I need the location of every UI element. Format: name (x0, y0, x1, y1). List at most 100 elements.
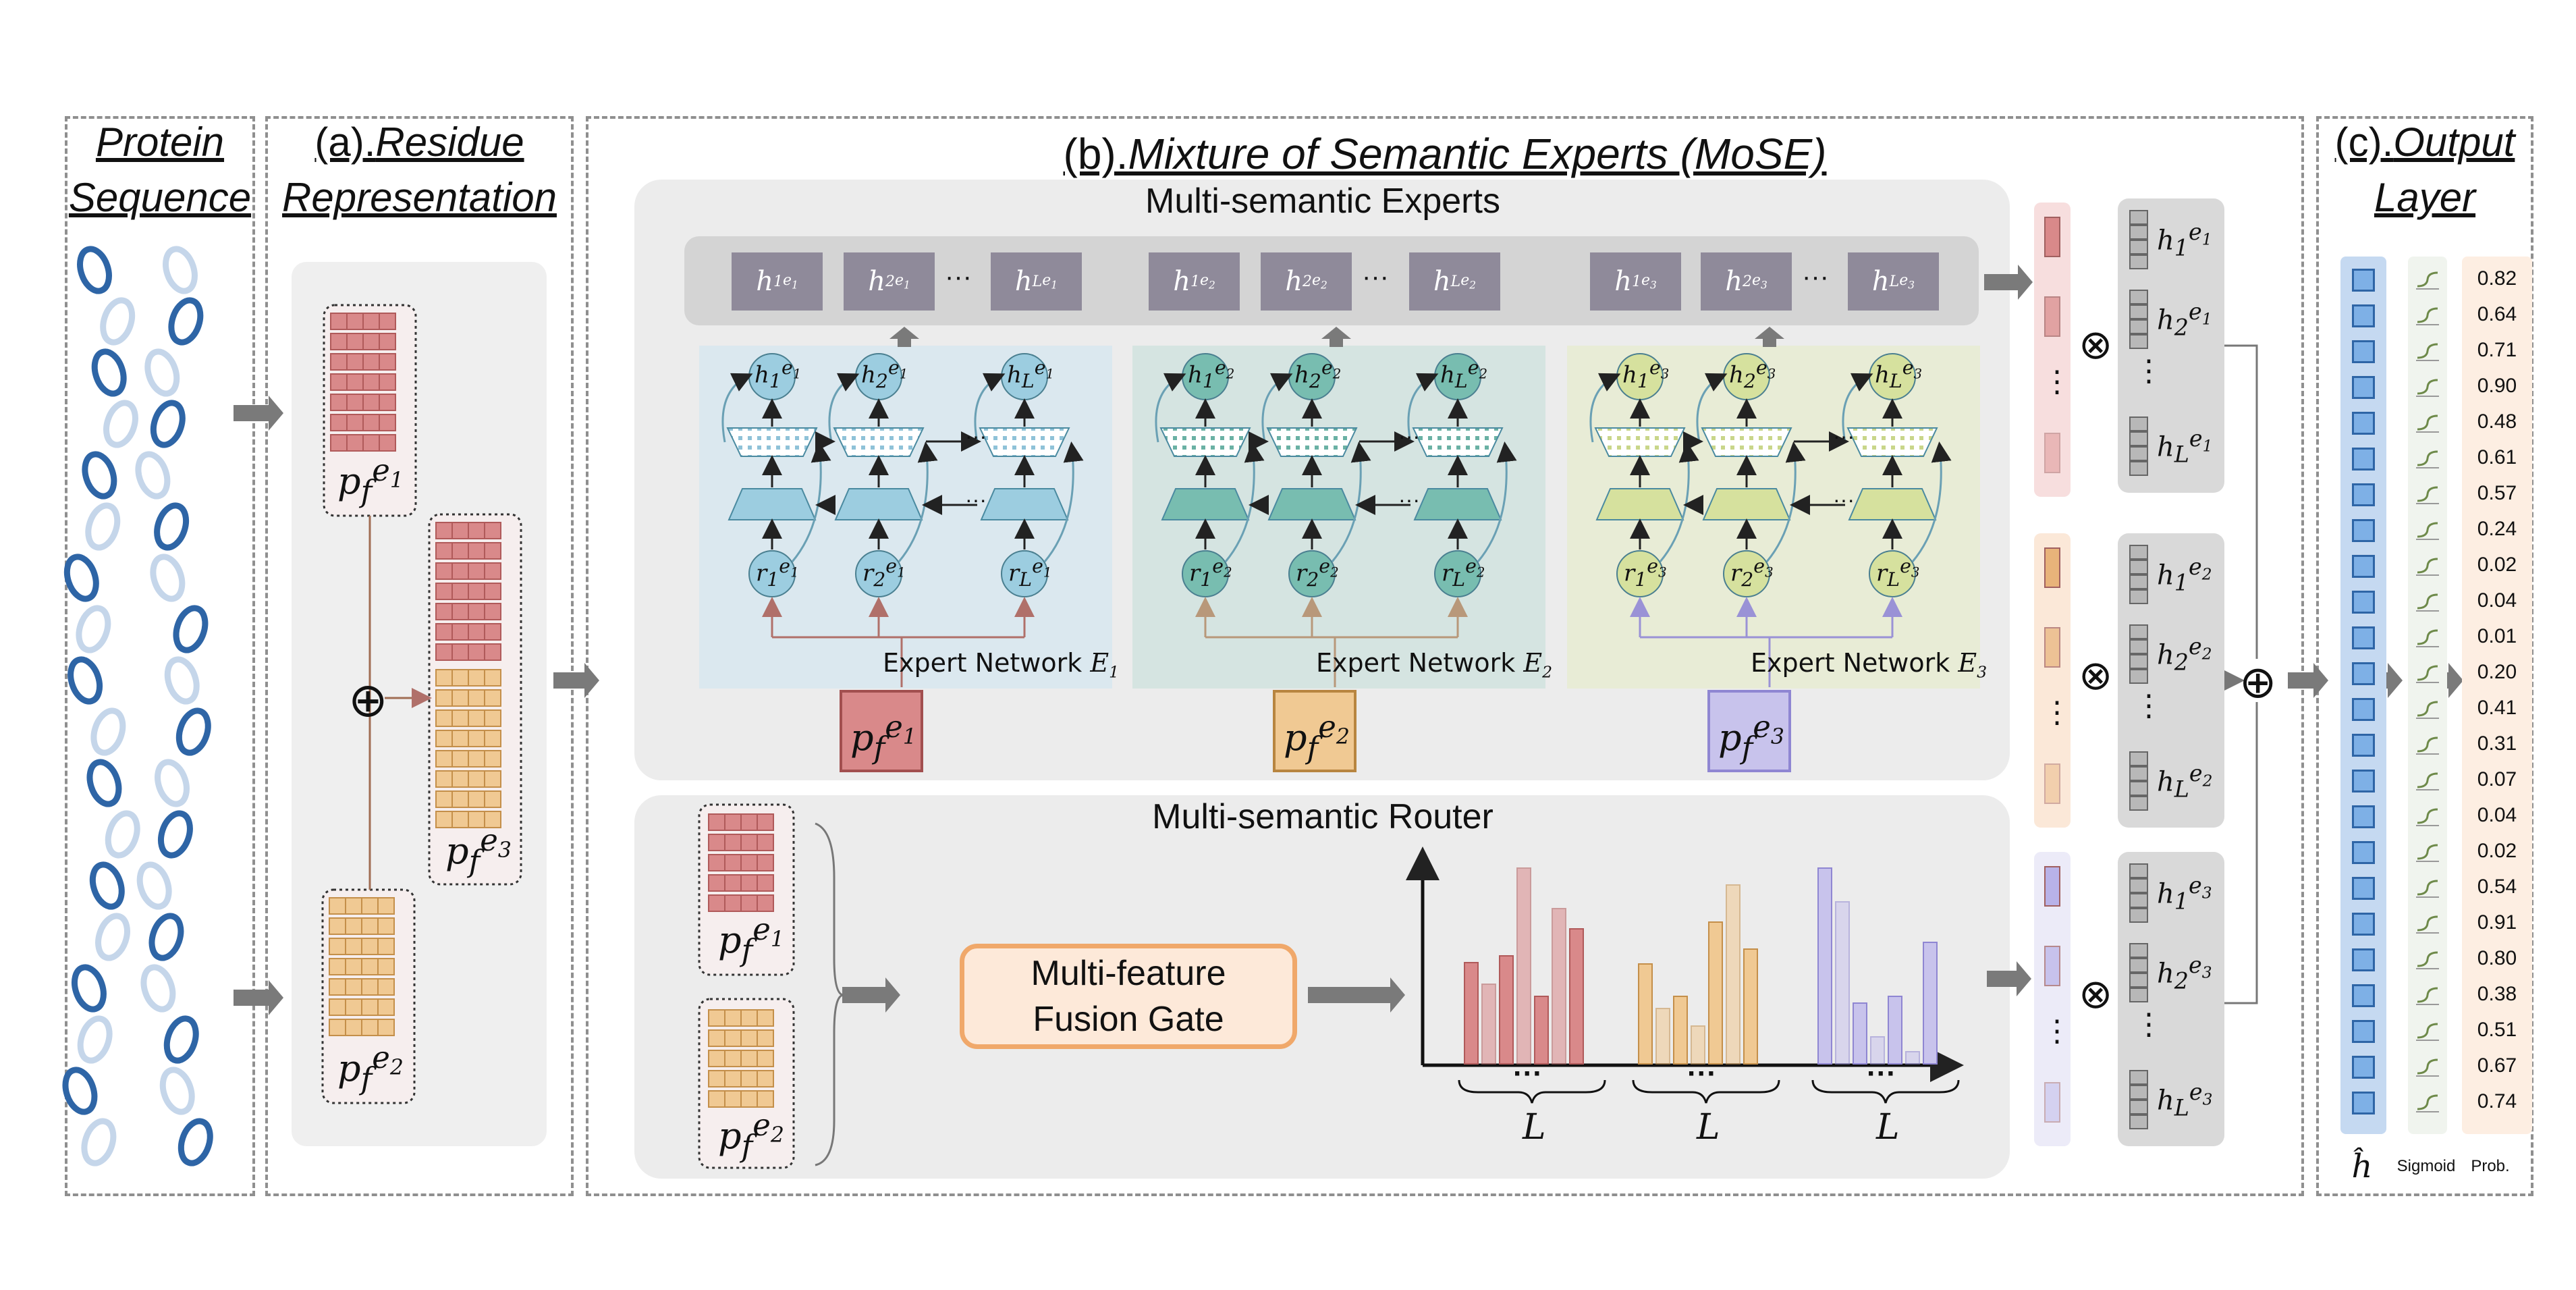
feat-cell-e3b (451, 750, 469, 768)
protein-link (140, 964, 176, 1013)
arrow-to-output (2288, 663, 2328, 698)
router-bar-g3 (1835, 901, 1850, 1065)
experts-header: Multi-semantic Experts (1145, 182, 1500, 221)
feat-cell-e3b (484, 811, 501, 828)
vdots: ⋮ (2042, 365, 2072, 398)
expert2-ellipsis-top: ··· (1398, 424, 1420, 449)
feat-cell-e2 (377, 897, 395, 915)
router-feat-cell-e1 (740, 894, 758, 912)
probability-value: 0.61 (2477, 446, 2517, 468)
expert2-input-box (1273, 690, 1356, 772)
tile-ellipsis-e1: ··· (945, 262, 972, 292)
feat-cell-e3a (468, 583, 485, 600)
router-feat-cell-e2 (740, 1090, 758, 1108)
output-title-line1: (c).Output (2316, 115, 2533, 170)
router-header: Multi-semantic Router (1152, 797, 1493, 836)
feat-cell-e3a (435, 583, 453, 600)
router-chart (1406, 846, 1964, 1104)
probability-value: 0.91 (2477, 911, 2517, 934)
feat-cell-e2 (377, 998, 395, 1016)
probability-value: 0.07 (2477, 768, 2517, 790)
expert2-r-label-3: rLe2 (1442, 555, 1485, 591)
probability-value: 0.71 (2477, 339, 2517, 361)
feat-cell-e1 (362, 414, 380, 431)
output-cell (2129, 461, 2148, 476)
pf-e1-router: pfe1 (718, 911, 784, 968)
probability-value: 0.64 (2477, 303, 2517, 325)
vdots: ⋮ (2042, 1015, 2072, 1048)
feat-cell-e3a (468, 522, 485, 539)
hhat-cell (2352, 662, 2375, 685)
hhat-cell (2352, 483, 2375, 506)
feat-cell-e2 (361, 938, 379, 955)
hhat-cell (2352, 412, 2375, 435)
ellipsis: ··· (1833, 487, 1855, 512)
vdots: ⋮ (2134, 354, 2164, 387)
protein-title-line2: Sequence (68, 175, 252, 220)
hhat-cell (2352, 1020, 2375, 1043)
protein-link (85, 502, 121, 551)
feat-cell-e3b (435, 669, 453, 687)
feat-cell-e3a (468, 643, 485, 661)
feat-cell-e1 (379, 353, 396, 371)
feat-cell-e2 (377, 978, 395, 996)
feat-cell-e2 (377, 917, 395, 935)
feat-cell-e2 (345, 1019, 362, 1036)
feat-cell-e3b (484, 669, 501, 687)
output-vdots-3: ⋮ (2134, 1007, 2164, 1042)
expert1-decoder (979, 427, 1070, 457)
feat-cell-e2 (345, 938, 362, 955)
feat-cell-e3a (468, 562, 485, 580)
ellipsis: ··· (1833, 424, 1855, 448)
tile-ellipsis: ··· (945, 262, 972, 292)
probability-value: 0.24 (2477, 518, 2517, 540)
vdots: ⋮ (2134, 689, 2164, 722)
arrow-gate-to-chart (1308, 977, 1405, 1013)
expert2-label: Expert Network E2 (1316, 648, 1552, 682)
residue-title-word1: Residue (375, 119, 524, 165)
expert1-input-label: pfe1 (850, 709, 916, 765)
protein-link (164, 656, 200, 705)
expert-skip (1589, 373, 1621, 443)
expert2-ellipsis-bottom: ··· (1398, 487, 1420, 512)
output-cell (2129, 319, 2148, 334)
feat-cell-e3a (451, 623, 469, 641)
expert1-ellipsis-top: ··· (965, 424, 987, 449)
residue-oplus: ⊕ (348, 672, 388, 728)
residue-title-line2: Representation (282, 175, 557, 220)
output-cell (2129, 751, 2148, 766)
router-feat-cell-e1 (724, 874, 742, 892)
probability-value: 0.02 (2477, 554, 2517, 576)
feat-cell-e2 (361, 978, 379, 996)
arrow-to-prob (2447, 663, 2463, 698)
sigmoid-icon (2417, 772, 2438, 788)
probability-value: 0.57 (2477, 482, 2517, 504)
router-bar-g2 (1673, 996, 1688, 1065)
expert3-decoder (1701, 427, 1792, 457)
router-brace (815, 822, 844, 1166)
output-cell (2129, 334, 2148, 349)
router-feat-cell-e2 (724, 1070, 742, 1087)
feat-cell-e3b (468, 770, 485, 788)
protein-sequence-panel (65, 116, 255, 1196)
feat-cell-e2 (377, 1019, 395, 1036)
arrow-residue-to-mose (553, 663, 599, 698)
sigmoid-icon (2417, 1094, 2438, 1110)
hhat-cell (2352, 698, 2375, 721)
router-feat-cell-e2 (740, 1009, 758, 1027)
feat-cell-e1 (330, 333, 348, 350)
flow-arrows (234, 265, 2463, 1015)
hhat-cell (2352, 519, 2375, 542)
probability-value: 0.54 (2477, 876, 2517, 898)
expert-networks (721, 353, 1952, 772)
router-ellipsis: ··· (1513, 1057, 1543, 1090)
router-bar-g1 (1464, 962, 1479, 1065)
router-bar-g2 (1638, 963, 1653, 1065)
tile-ellipsis-e2: ··· (1362, 262, 1389, 292)
feat-cell-e3b (435, 790, 453, 808)
hhat-cell (2352, 340, 2375, 363)
expert-network-text: Expert Network (1316, 648, 1524, 678)
protein-link (173, 605, 209, 653)
